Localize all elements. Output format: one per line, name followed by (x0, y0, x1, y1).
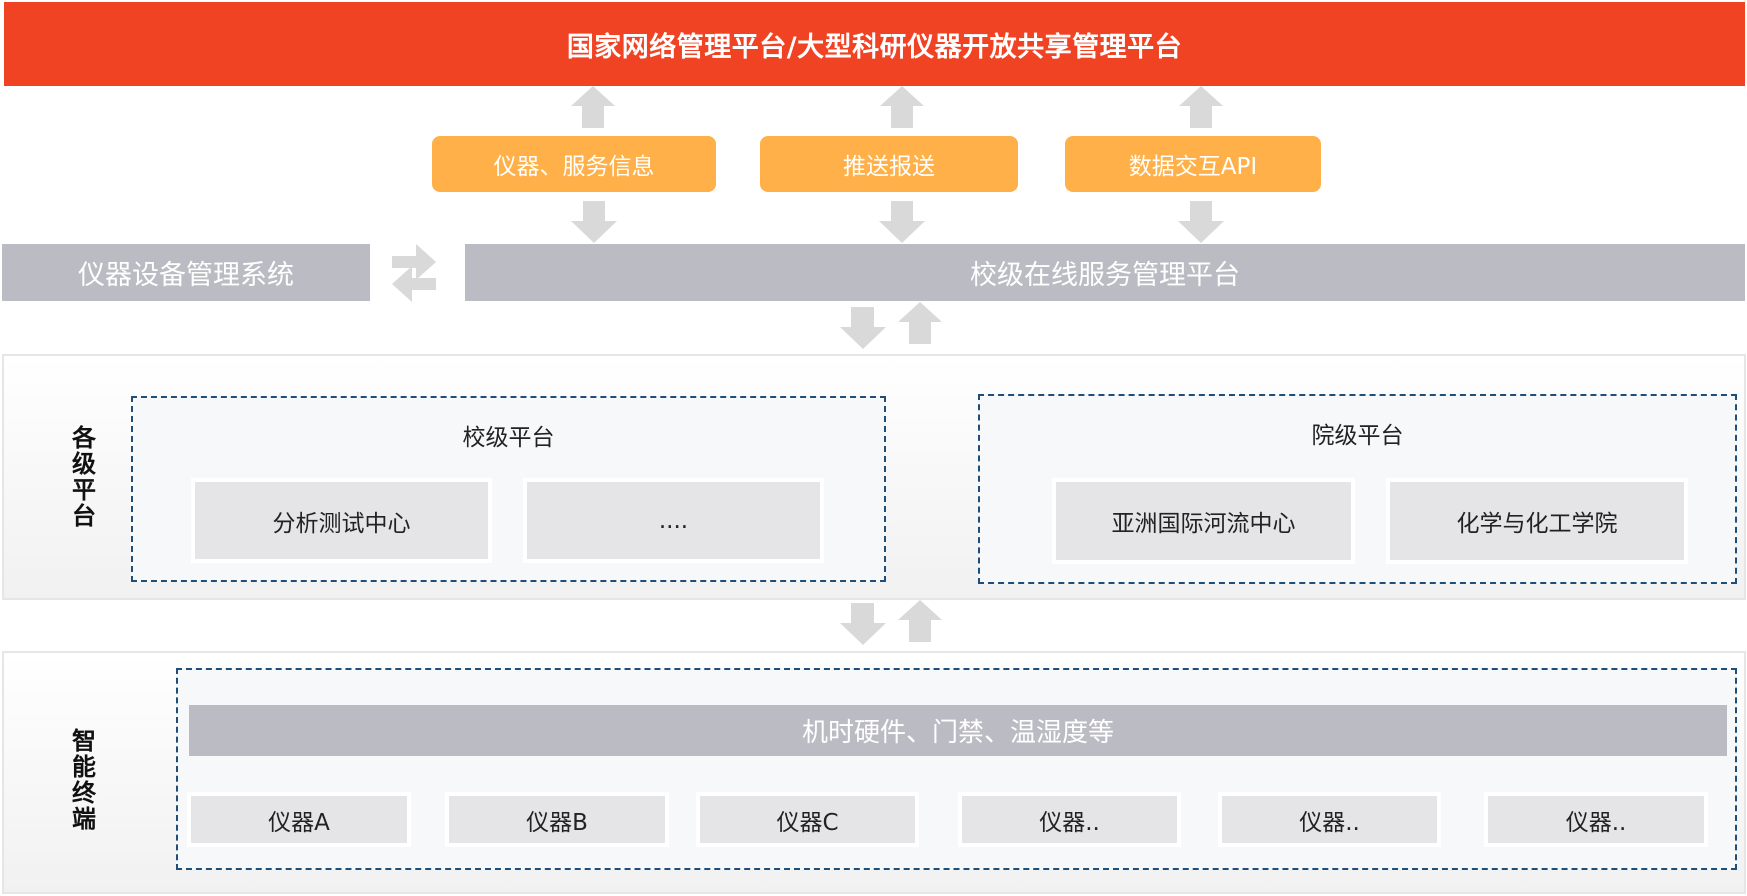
instrument-label: 仪器.. (1565, 809, 1627, 836)
platforms-side-label: 各级平台 (72, 424, 96, 530)
interface-label: 仪器、服务信息 (493, 154, 655, 180)
arrow-down-icon (840, 307, 886, 349)
arrow-down-icon (571, 201, 617, 243)
swap-arrows-icon (392, 244, 436, 302)
system-label: 校级在线服务管理平台 (970, 260, 1240, 291)
school-platform-title: 校级平台 (462, 425, 555, 451)
interface-label: 推送报送 (843, 154, 935, 180)
instrument-label: 仪器.. (1039, 809, 1100, 836)
interface-data-api: 数据交互API (1065, 136, 1321, 192)
instrument-item: 仪器.. (958, 792, 1181, 847)
instrument-label: 仪器C (776, 809, 839, 836)
instrument-item: 仪器A (187, 792, 411, 847)
instrument-item: 仪器B (445, 792, 669, 847)
platform-item-asia-river-center: 亚洲国际河流中心 (1052, 478, 1355, 564)
system-label: 仪器设备管理系统 (78, 260, 294, 291)
platform-item-label: 分析测试中心 (272, 510, 411, 537)
header-title: 国家网络管理平台/大型科研仪器开放共享管理平台 (566, 31, 1183, 63)
hardware-bar: 机时硬件、门禁、温湿度等 (189, 705, 1727, 756)
equipment-management-system: 仪器设备管理系统 (2, 244, 370, 301)
instrument-item: 仪器.. (1484, 792, 1708, 847)
arrow-down-icon (1178, 201, 1224, 243)
arrow-up-icon (571, 86, 615, 128)
school-online-service-platform: 校级在线服务管理平台 (465, 244, 1745, 301)
terminals-side-label: 智能终端 (72, 727, 96, 833)
platform-item-analysis-center: 分析测试中心 (191, 478, 492, 563)
arrow-up-icon (1179, 86, 1223, 128)
national-platform-header: 国家网络管理平台/大型科研仪器开放共享管理平台 (4, 2, 1745, 86)
hardware-bar-label: 机时硬件、门禁、温湿度等 (801, 718, 1114, 748)
instrument-item: 仪器C (696, 792, 919, 847)
terminals-group (176, 668, 1737, 870)
arrow-up-icon (880, 86, 924, 128)
arrow-up-icon (898, 600, 942, 642)
platform-item-label: 亚洲国际河流中心 (1111, 511, 1296, 537)
instrument-label: 仪器A (268, 809, 330, 836)
instrument-label: 仪器B (526, 809, 588, 836)
arrow-down-icon (840, 603, 886, 645)
arrow-down-icon (879, 201, 925, 243)
interface-instrument-service-info: 仪器、服务信息 (432, 136, 716, 192)
arrow-up-icon (898, 302, 942, 344)
platform-item-label: 化学与化工学院 (1456, 511, 1618, 537)
platform-item-more: .... (523, 478, 824, 563)
college-platform-title: 院级平台 (1311, 423, 1404, 449)
interface-label: 数据交互API (1128, 154, 1258, 180)
interface-push-report: 推送报送 (760, 136, 1018, 192)
instrument-label: 仪器.. (1299, 809, 1360, 836)
instrument-item: 仪器.. (1218, 792, 1441, 847)
platform-item-label: .... (658, 507, 689, 534)
platform-item-chemistry-college: 化学与化工学院 (1386, 478, 1688, 564)
